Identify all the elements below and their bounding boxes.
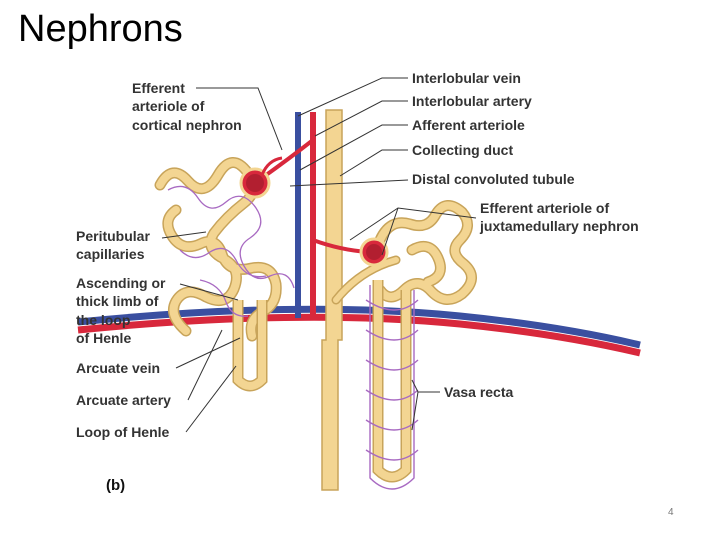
efferent-arteriole-cortical xyxy=(260,156,283,176)
svg-text:Efferent arteriole of: Efferent arteriole of xyxy=(480,200,609,216)
label-efferent-juxta-2: juxtamedullary nephron xyxy=(479,218,639,234)
label-peritubular-2: capillaries xyxy=(76,246,145,262)
svg-text:cortical nephron: cortical nephron xyxy=(132,117,242,133)
svg-text:the loop: the loop xyxy=(76,312,130,328)
label-ascending-4: of Henle xyxy=(76,330,131,346)
svg-text:capillaries: capillaries xyxy=(76,246,145,262)
svg-text:juxtamedullary nephron: juxtamedullary nephron xyxy=(479,218,639,234)
label-efferent-cortical-2: arteriole of xyxy=(132,98,205,114)
label-ascending-3: the loop xyxy=(76,312,130,328)
label-arcuate-artery: Arcuate artery xyxy=(76,392,171,408)
label-collecting-duct: Collecting duct xyxy=(412,142,513,158)
label-efferent-juxta-1: Efferent arteriole of xyxy=(480,200,609,216)
juxtamedullary-nephron xyxy=(359,200,477,490)
label-loop-of-henle: Loop of Henle xyxy=(76,424,170,440)
afferent-arteriole-cortical xyxy=(260,138,315,180)
cortical-nephron xyxy=(154,157,295,392)
leader-lines xyxy=(161,77,477,433)
label-peritubular-1: Peritubular xyxy=(76,228,150,244)
svg-text:Ascending or: Ascending or xyxy=(76,275,166,291)
svg-text:arteriole of: arteriole of xyxy=(132,98,205,114)
label-distal-convoluted-tubule: Distal convoluted tubule xyxy=(412,171,575,187)
arcuate-vein xyxy=(77,305,641,349)
svg-text:Peritubular: Peritubular xyxy=(76,228,150,244)
page-number: 4 xyxy=(668,507,674,518)
label-interlobular-artery: Interlobular artery xyxy=(412,93,532,109)
slide-title: Nephrons xyxy=(18,8,183,50)
panel-letter: (b) xyxy=(106,477,125,494)
label-interlobular-vein: Interlobular vein xyxy=(412,70,521,86)
label-ascending-2: thick limb of xyxy=(76,293,159,309)
svg-text:Efferent: Efferent xyxy=(132,80,185,96)
label-vasa-recta: Vasa recta xyxy=(444,384,513,400)
arcuate-artery xyxy=(77,313,641,357)
label-efferent-cortical-1: Efferent xyxy=(132,80,185,96)
svg-text:of Henle: of Henle xyxy=(76,330,131,346)
label-ascending-1: Ascending or xyxy=(76,275,166,291)
label-afferent-arteriole: Afferent arteriole xyxy=(412,117,525,133)
label-arcuate-vein: Arcuate vein xyxy=(76,360,160,376)
label-efferent-cortical-3: cortical nephron xyxy=(132,117,242,133)
svg-text:thick limb of: thick limb of xyxy=(76,293,159,309)
